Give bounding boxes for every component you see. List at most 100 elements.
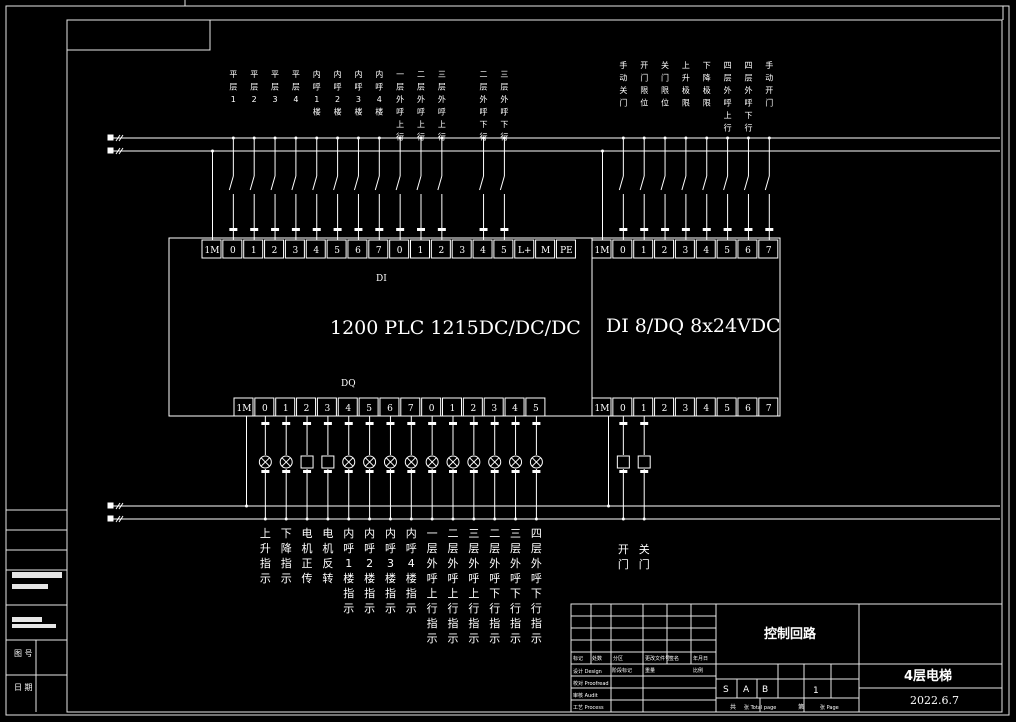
plc-bot-pin-13 <box>504 397 525 417</box>
mod-top-pin-label: 5 <box>724 246 730 256</box>
junction-dot <box>430 517 434 521</box>
title-block-header-label: 签名 <box>669 655 679 662</box>
mod-bot-pin-7 <box>737 397 758 417</box>
plc-bot-pin-label: 7 <box>408 404 414 414</box>
terminal-mark <box>490 470 499 473</box>
row-design: 设计 Design <box>573 668 602 675</box>
row-proofread: 校对 Proofread <box>573 680 609 687</box>
plc-top-pin-4 <box>284 239 305 259</box>
side-strip <box>6 509 67 712</box>
plc-top-pin-13 <box>472 239 493 259</box>
indicator-lamp-icon <box>488 455 502 469</box>
mod-bot-pin-5 <box>695 397 716 417</box>
plc-bot-pin-label: 3 <box>491 404 497 414</box>
mod-top-pin-label: 2 <box>662 246 668 256</box>
indicator-lamp-icon <box>342 455 356 469</box>
terminal-mark <box>428 470 437 473</box>
switch-contact <box>249 175 255 191</box>
switch-contact <box>312 175 318 191</box>
plc-top-pin-label: L+ <box>518 246 532 256</box>
mod-top-pin-2 <box>633 239 654 259</box>
plc-top-pin-label: 7 <box>376 246 382 256</box>
junction-dot <box>472 517 476 521</box>
mod-top-pin-1 <box>612 239 633 259</box>
terminal-mark <box>449 470 457 473</box>
terminal-mark <box>344 470 353 473</box>
junction-dot <box>398 136 402 140</box>
plc-top-pin-label: 3 <box>293 246 299 256</box>
input-label: 四层外呼上行 <box>724 61 732 133</box>
plc-top-pin-label: M <box>541 246 550 256</box>
junction-dot <box>284 517 288 521</box>
terminal-mark <box>229 228 238 231</box>
terminal-mark <box>640 470 649 473</box>
switch-contact <box>681 175 687 191</box>
junction-dot <box>642 136 646 140</box>
sheet-page-label: 第 <box>798 703 804 711</box>
plc-bot-pin-3 <box>296 397 317 417</box>
switch-contact <box>291 175 297 191</box>
plc-bot-pin-label: 4 <box>345 404 351 414</box>
terminal-mark <box>511 470 520 473</box>
row-process: 工艺 Process <box>573 705 604 711</box>
mod-bot-pin-label: 2 <box>662 404 668 414</box>
mod-top-pin-label: 0 <box>620 246 626 256</box>
junction-dot <box>726 136 730 140</box>
plc-bot-pin-label: 2 <box>304 404 310 414</box>
title-block-header-label: 分区 <box>613 655 623 662</box>
side-label-drawing-no: 图 号 <box>14 649 33 658</box>
indicator-lamp-icon <box>363 455 377 469</box>
switch-contact <box>743 175 749 191</box>
switch-contact <box>437 175 443 191</box>
junction-dot <box>315 136 319 140</box>
plc-bot-pin-8 <box>400 397 421 417</box>
input-label: 关门限位 <box>661 60 669 108</box>
plc-bot-pin-12 <box>483 397 504 417</box>
relay-coil-icon <box>637 455 651 469</box>
plc-bot-pin-label: 1 <box>283 404 289 414</box>
junction-dot <box>305 517 309 521</box>
junction-dot <box>642 517 646 521</box>
relay-coil-icon <box>300 455 314 469</box>
junction-dot <box>252 136 256 140</box>
mod-top-pin-4 <box>674 239 695 259</box>
title-block-header-label: 年月日 <box>693 655 708 662</box>
input-label: 三层外呼下行 <box>500 70 508 142</box>
terminal-mark <box>619 228 628 231</box>
sheet-page-text: 张 Page <box>820 704 839 711</box>
indicator-lamp-icon <box>425 455 439 469</box>
junction-dot <box>440 136 444 140</box>
terminal-mark <box>250 228 259 231</box>
junction-dot <box>621 517 625 521</box>
plc-top-pin-3 <box>264 239 285 259</box>
input-label: 上升极限 <box>682 61 690 108</box>
junction-dot <box>377 136 381 140</box>
terminal-mark <box>354 228 363 231</box>
indicator-lamp-icon <box>467 455 481 469</box>
terminal-mark <box>619 470 628 473</box>
junction-dot <box>451 517 455 521</box>
mark-b: B <box>762 685 768 695</box>
terminal-mark <box>765 228 774 231</box>
plc-bot-pin-11 <box>462 397 483 417</box>
junction-dot <box>767 136 771 140</box>
mod-top-pin-label: 4 <box>703 246 709 256</box>
plc-top-pin-14 <box>493 239 514 259</box>
indicator-lamp-icon <box>446 455 460 469</box>
drawing-date: 2022.6.7 <box>910 694 959 707</box>
indicator-lamp-icon <box>383 455 397 469</box>
switch-contact <box>639 175 645 191</box>
junction-dot <box>482 136 486 140</box>
plc-bot-pin-label: 1 <box>450 404 456 414</box>
terminal-mark <box>407 470 416 473</box>
plc-top-pin-17 <box>555 239 576 259</box>
